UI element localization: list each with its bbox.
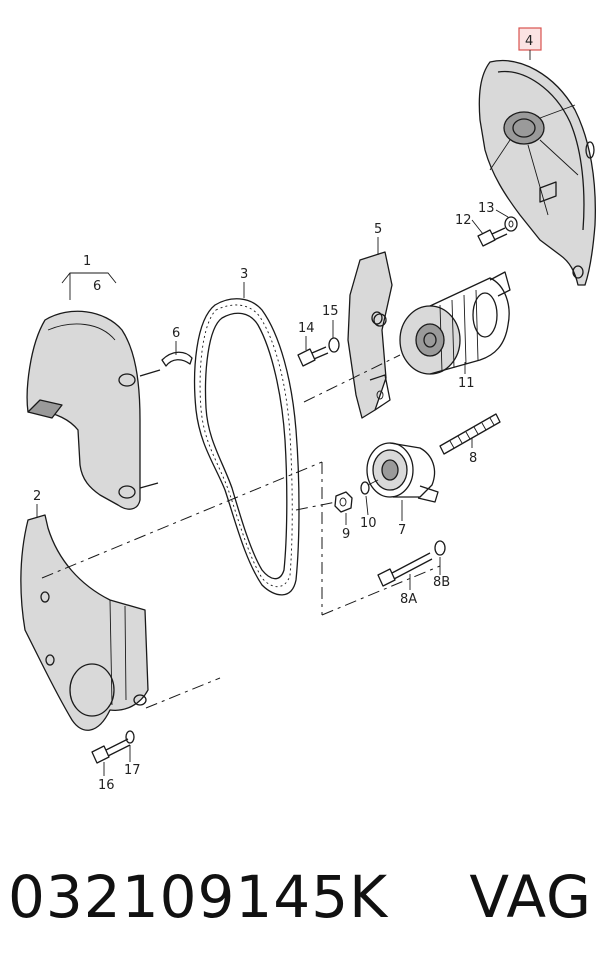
brand-name: VAG [469, 863, 592, 931]
part-8a-bolt [377, 552, 433, 587]
label-1-sub: 6 [93, 279, 101, 294]
label-3: 3 [240, 267, 248, 282]
label-2: 2 [33, 489, 41, 504]
part-2-lower-cover [20, 514, 149, 731]
label-14: 14 [298, 321, 315, 336]
part-6-clip [139, 351, 193, 489]
label-9: 9 [342, 527, 350, 542]
part-1-upper-cover [26, 310, 141, 510]
label-5: 5 [374, 222, 382, 237]
part-15-washer [328, 337, 340, 353]
part-16-bolt [91, 738, 131, 764]
part-8-stud [439, 413, 501, 455]
label-15: 15 [322, 304, 339, 319]
label-7: 7 [398, 523, 406, 538]
label-13: 13 [478, 201, 495, 216]
exploded-parts-diagram: 4 12 13 5 15 14 11 [20, 27, 596, 793]
part-10-washer [360, 479, 379, 495]
part-3-timing-belt [194, 298, 300, 596]
leader-1-bracket [61, 272, 117, 300]
assembly-lines [41, 354, 441, 709]
part-11-water-pump [373, 271, 511, 375]
label-8a: 8A [400, 592, 417, 607]
part-5-bracket [347, 251, 393, 419]
leader-10 [365, 495, 369, 516]
label-8: 8 [469, 451, 477, 466]
leader-13 [495, 209, 509, 218]
label-8b: 8B [433, 575, 450, 590]
part-4-rear-cover [478, 60, 596, 286]
label-16: 16 [98, 778, 115, 793]
part-17-washer [125, 730, 135, 744]
label-10: 10 [360, 516, 377, 531]
label-1: 1 [83, 254, 91, 269]
label-4: 4 [525, 34, 533, 49]
part-12-bolt [477, 227, 508, 247]
leader-12 [471, 219, 484, 235]
part-7-tensioner [366, 442, 439, 503]
part-9-nut [334, 491, 353, 513]
part-number: 032109145K [8, 863, 389, 931]
part-14-bolt [297, 346, 329, 367]
part-13-washer [504, 216, 518, 232]
part-number-caption: 032109145K VAG [8, 852, 592, 942]
label-12: 12 [455, 213, 472, 228]
part-8b-washer [434, 540, 446, 556]
label-6: 6 [172, 326, 180, 341]
label-17: 17 [124, 763, 141, 778]
label-11: 11 [458, 376, 475, 391]
